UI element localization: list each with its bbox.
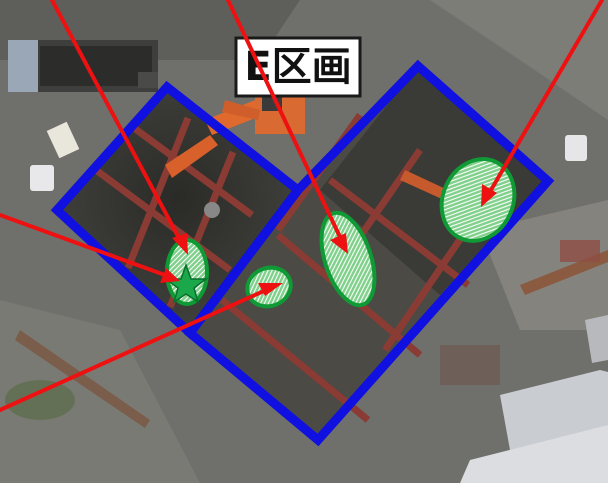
arrowhead-1 xyxy=(172,233,188,255)
arrow-5 xyxy=(489,0,604,192)
arrows xyxy=(0,0,604,412)
zone-outline xyxy=(50,59,555,447)
arrowhead-5 xyxy=(481,184,497,207)
arrow-3 xyxy=(0,213,175,280)
dump-truck xyxy=(8,40,158,92)
arrow-1 xyxy=(50,0,182,242)
arrowhead-4 xyxy=(258,283,283,296)
arrow-2 xyxy=(226,0,342,239)
highlight-area-3 xyxy=(319,210,377,308)
site-building xyxy=(460,315,608,483)
arrowhead-2 xyxy=(330,233,348,254)
scattered-materials xyxy=(15,121,608,428)
zone-label: E区画 xyxy=(234,36,362,98)
arrowhead-3 xyxy=(160,268,180,283)
excavator xyxy=(222,92,305,134)
arrowheads xyxy=(160,184,497,296)
highlight-areas xyxy=(165,157,517,309)
zone-label-text: E区画 xyxy=(244,44,351,90)
arrow-4 xyxy=(0,288,268,412)
